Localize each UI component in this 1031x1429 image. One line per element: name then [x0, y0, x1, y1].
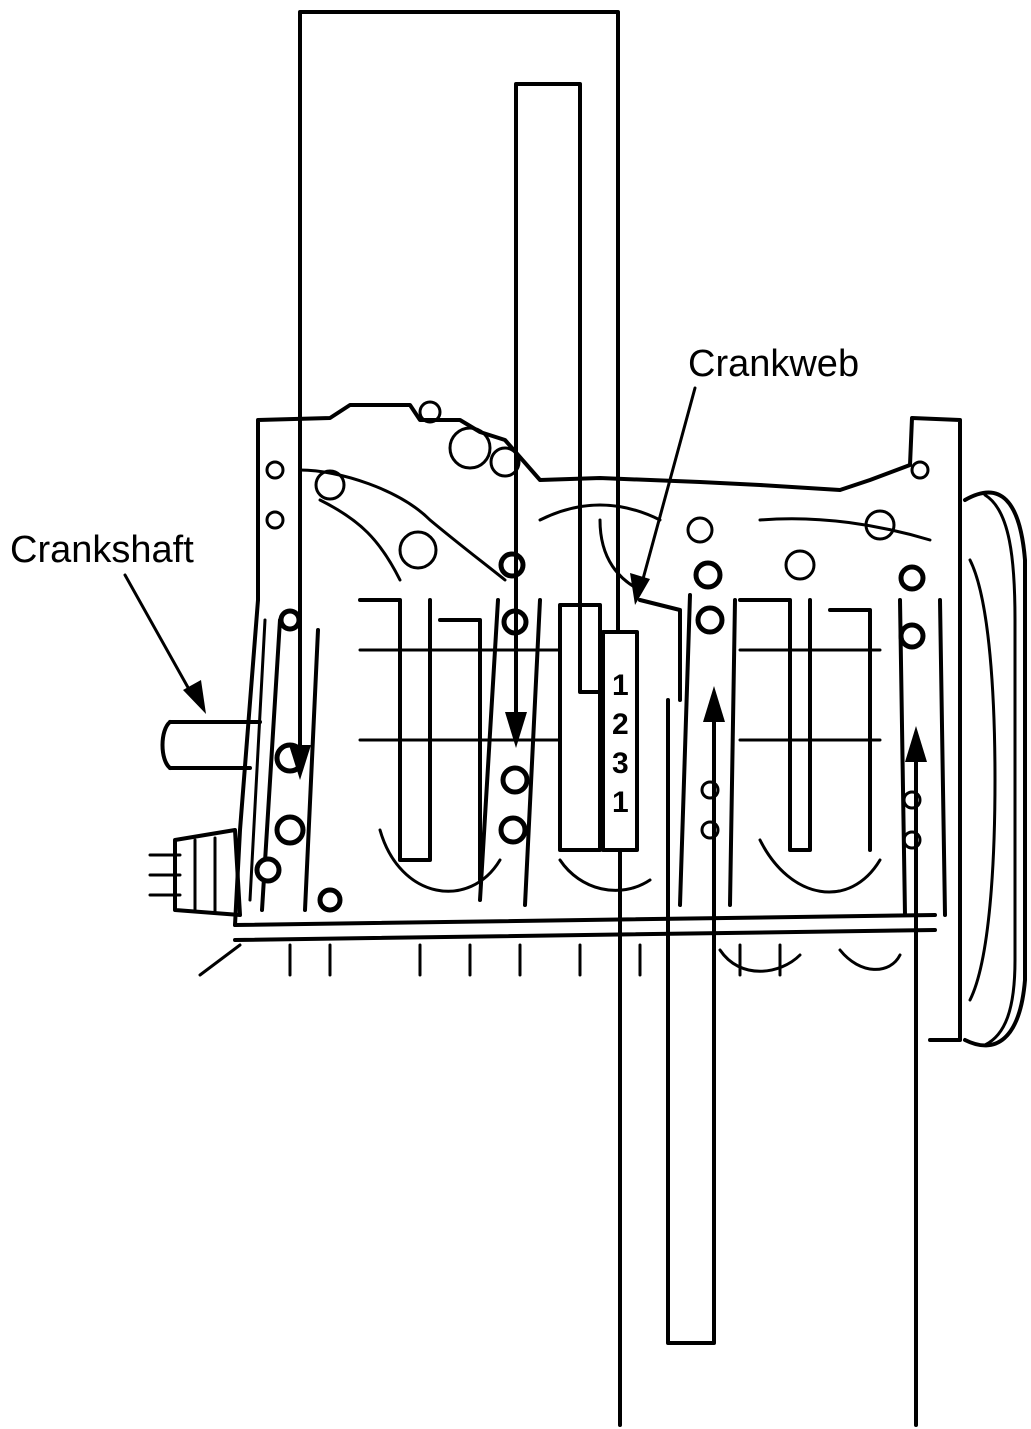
sequence-arrows: [289, 10, 927, 1427]
leader-arrow-icon: [183, 680, 206, 714]
leader-arrow-icon: [630, 573, 650, 605]
sequence-digit: 2: [612, 708, 629, 741]
callout-crankweb: Crankweb: [630, 343, 859, 605]
sequence-digit: 1: [612, 786, 629, 819]
sequence-digit: 1: [612, 669, 629, 702]
sequence-digit: 3: [612, 747, 629, 780]
callout-crankshaft: Crankshaft: [10, 529, 206, 714]
crankweb-label: Crankweb: [688, 343, 859, 385]
arrow-up-icon: [703, 686, 725, 722]
engine-block: [148, 400, 1027, 1048]
arrow-down-icon: [289, 745, 311, 780]
arrow-up-icon: [905, 726, 927, 762]
arrow-down-icon: [505, 712, 527, 748]
sequence-box: [601, 630, 639, 852]
sequence-digits: 1 2 3 1: [612, 669, 629, 819]
crankshaft-label: Crankshaft: [10, 529, 194, 571]
